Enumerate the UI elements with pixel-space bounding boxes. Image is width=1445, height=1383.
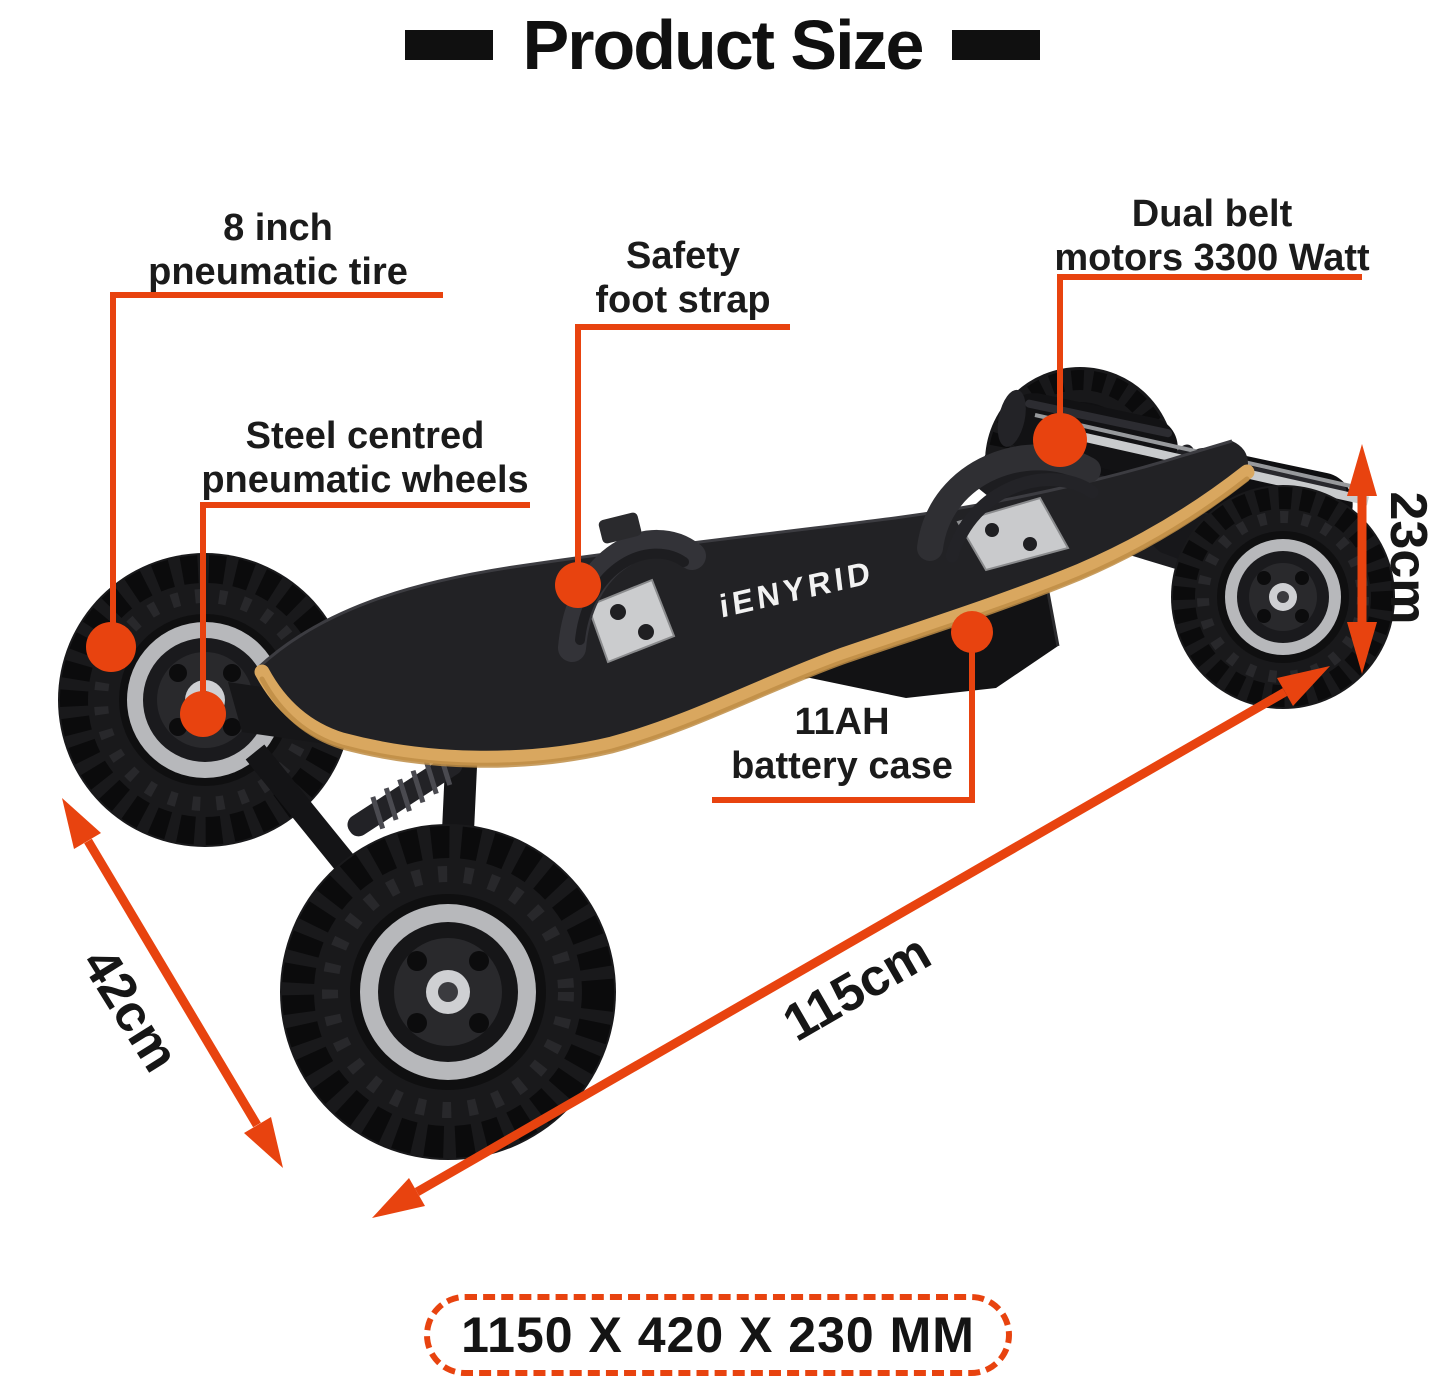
label-motors-line2: motors 3300 Watt [1054, 237, 1370, 280]
label-wheels-line2: pneumatic wheels [201, 459, 529, 502]
title-right-bar [952, 30, 1041, 60]
label-tire: 8 inch pneumatic tire [148, 206, 408, 295]
title-left-bar [404, 30, 493, 60]
label-wheels: Steel centred pneumatic wheels [201, 414, 528, 503]
dim-arrow-42cm [62, 798, 283, 1168]
callout-dot-strap [555, 562, 601, 608]
rear-foot-strap [917, 444, 1101, 572]
label-battery-line1: 11AH [794, 701, 890, 743]
label-motors: Dual belt motors 3300 Watt [1054, 192, 1369, 281]
callout-line-wheels [180, 502, 530, 737]
label-strap-line1: Safety [625, 235, 741, 277]
label-battery: 11AH battery case [731, 700, 953, 789]
label-battery-line2: battery case [731, 745, 953, 788]
wheel-front-right [280, 824, 616, 1160]
overall-size-pill: 1150 X 420 X 230 MM [424, 1294, 1012, 1376]
front-foot-strap [558, 512, 706, 664]
callout-line-battery [712, 611, 993, 803]
callout-dot-tire [86, 622, 136, 672]
header: Product Size [0, 0, 1445, 90]
dim-label-height: 23cm [1379, 491, 1437, 625]
callout-line-strap [555, 324, 790, 608]
label-tire-line1: 8 inch [223, 207, 333, 249]
deck-wood-edge [254, 464, 1255, 766]
callout-dot-battery [951, 611, 993, 653]
callout-dot-wheels [180, 691, 226, 737]
dim-arrow-23cm [1347, 444, 1377, 674]
label-tire-line2: pneumatic tire [148, 251, 408, 294]
label-wheels-line1: Steel centred [245, 415, 485, 457]
label-strap: Safety foot strap [595, 234, 770, 323]
page-title: Product Size [522, 6, 925, 84]
overall-size-text: 1150 X 420 X 230 MM [461, 1307, 975, 1363]
label-motors-line1: Dual belt [1131, 193, 1293, 235]
label-strap-line2: foot strap [595, 279, 771, 322]
callout-line-motors [1033, 274, 1362, 467]
callout-dot-motors [1033, 413, 1087, 467]
callout-line-tire [86, 292, 443, 672]
dim-arrow-115cm [372, 666, 1330, 1218]
